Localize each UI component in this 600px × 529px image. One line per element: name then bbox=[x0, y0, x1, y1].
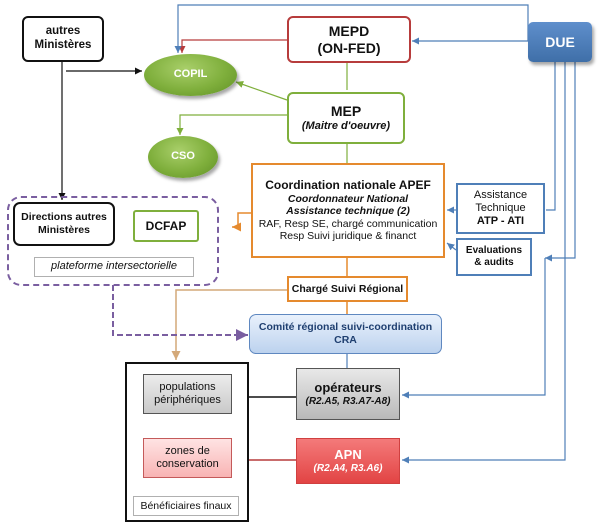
directions-line2: Ministères bbox=[38, 224, 90, 236]
mepd-line1: MEPD bbox=[328, 22, 370, 39]
due-label: DUE bbox=[545, 33, 575, 50]
coord-sub1: Coordonnateur National bbox=[287, 192, 409, 205]
evaluations-box: Evaluations & audits bbox=[456, 238, 532, 276]
autres-line1: autres bbox=[45, 25, 81, 38]
eval-line1: Evaluations bbox=[465, 245, 523, 256]
zones-line1: zones de bbox=[165, 444, 210, 457]
coord-sub2: Assistance technique (2) bbox=[286, 205, 410, 218]
zones-line2: conservation bbox=[156, 458, 219, 470]
dcfap-label: DCFAP bbox=[145, 218, 187, 233]
beneficiaires-label-box: Bénéficiaires finaux bbox=[133, 496, 239, 516]
apn-box: APN (R2.A4, R3.A6) bbox=[296, 438, 400, 484]
coordination-box: Coordination nationale APEF Coordonnateu… bbox=[251, 163, 445, 258]
apn-line2: (R2.A4, R3.A6) bbox=[313, 462, 383, 474]
directions-line1: Directions autres bbox=[21, 211, 107, 224]
eval-line2: & audits bbox=[474, 257, 514, 268]
copil-ellipse: COPIL bbox=[144, 54, 237, 96]
mepd-line2: (ON-FED) bbox=[317, 39, 381, 56]
comite-regional-box: Comité régional suivi-coordination CRA bbox=[249, 314, 442, 354]
autres-ministeres-box: autres Ministères bbox=[22, 16, 104, 62]
copil-label: COPIL bbox=[173, 68, 208, 81]
plateforme-label-box: plateforme intersectorielle bbox=[34, 257, 194, 277]
comite-line2: CRA bbox=[334, 334, 357, 346]
pop-line1: populations bbox=[159, 380, 216, 393]
populations-box: populations périphériques bbox=[143, 374, 232, 414]
due-box: DUE bbox=[528, 22, 592, 62]
at-line2: Technique bbox=[475, 201, 526, 214]
csr-label: Chargé Suivi Régional bbox=[291, 282, 404, 295]
plateforme-container bbox=[7, 196, 219, 286]
at-line3: ATP - ATI bbox=[476, 215, 525, 228]
mep-line2: (Maitre d'oeuvre) bbox=[301, 119, 391, 132]
oper-line1: opérateurs bbox=[314, 380, 382, 396]
mepd-box: MEPD (ON-FED) bbox=[287, 16, 411, 63]
zones-box: zones de conservation bbox=[143, 438, 232, 478]
comite-line1: Comité régional suivi-coordination bbox=[258, 321, 433, 334]
coord-line1: RAF, Resp SE, chargé communication bbox=[258, 217, 438, 230]
pop-line2: périphériques bbox=[154, 394, 221, 406]
dcfap-box: DCFAP bbox=[133, 210, 199, 242]
coord-title: Coordination nationale APEF bbox=[265, 178, 431, 193]
plateforme-label: plateforme intersectorielle bbox=[51, 260, 177, 273]
cso-label: CSO bbox=[171, 150, 195, 163]
mep-box: MEP (Maitre d'oeuvre) bbox=[287, 92, 405, 144]
mep-line1: MEP bbox=[330, 103, 362, 119]
oper-line2: (R2.A5, R3.A7-A8) bbox=[305, 395, 391, 407]
apn-line1: APN bbox=[334, 447, 362, 463]
charge-suivi-regional-box: Chargé Suivi Régional bbox=[287, 276, 408, 302]
at-line1: Assistance bbox=[473, 188, 528, 201]
operateurs-box: opérateurs (R2.A5, R3.A7-A8) bbox=[296, 368, 400, 420]
coord-line2: Resp Suivi juridique & financt bbox=[279, 230, 417, 243]
assistance-technique-box: Assistance Technique ATP - ATI bbox=[456, 183, 545, 234]
beneficiaires-label: Bénéficiaires finaux bbox=[140, 499, 232, 512]
cso-ellipse: CSO bbox=[148, 136, 218, 178]
autres-line2: Ministères bbox=[34, 39, 92, 51]
directions-box: Directions autres Ministères bbox=[13, 202, 115, 246]
